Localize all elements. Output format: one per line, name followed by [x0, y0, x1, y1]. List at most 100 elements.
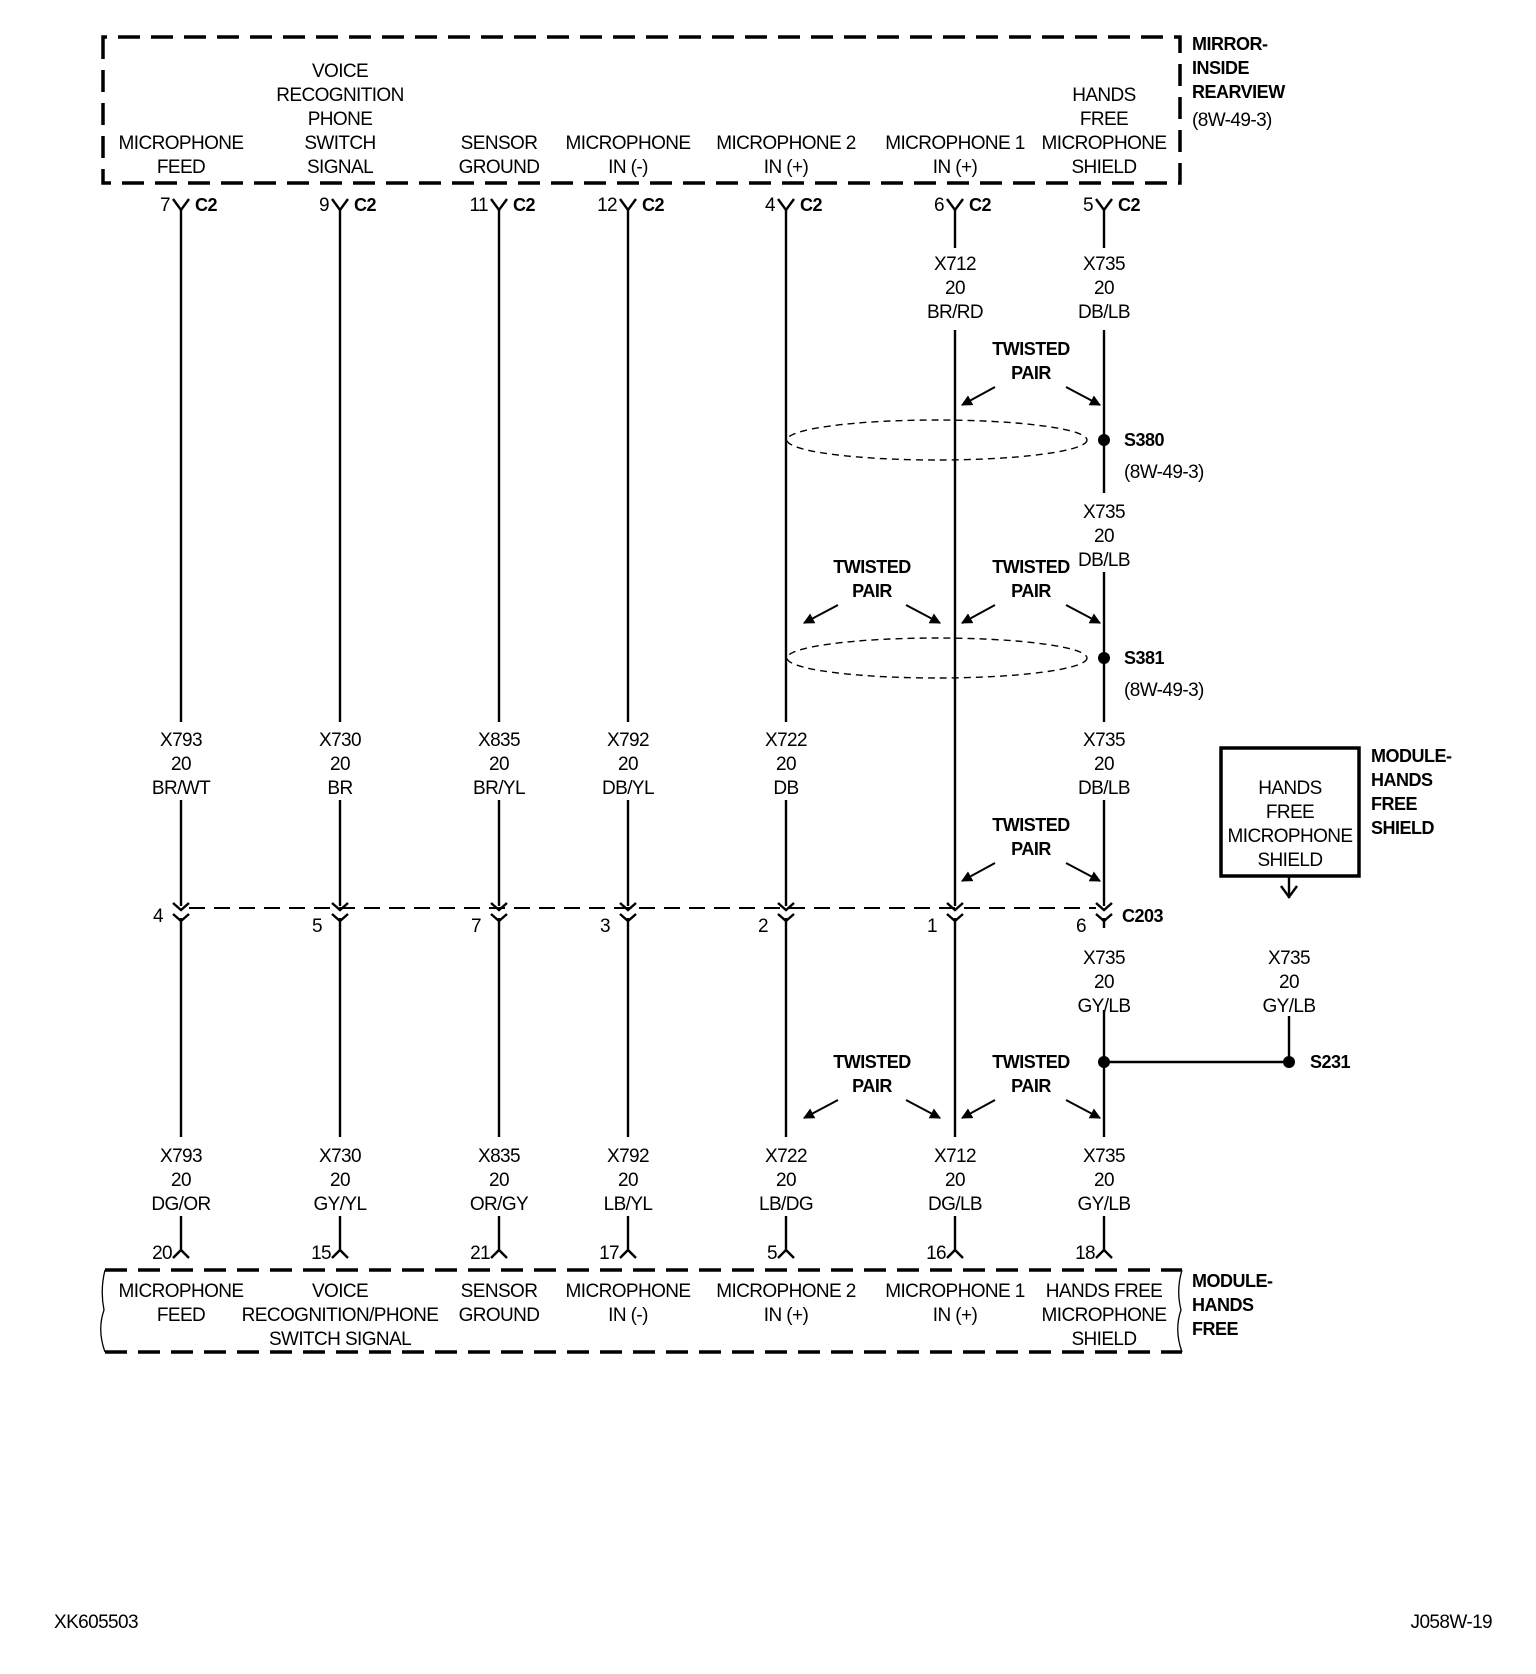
connector-chevron-symbol — [490, 913, 508, 923]
twisted-pair-label: TWISTED — [992, 815, 1070, 835]
wire-id-label: DB — [773, 778, 798, 799]
twisted-pair-label: PAIR — [852, 1076, 892, 1096]
module-shield-title: HANDS — [1371, 770, 1433, 790]
wire-id-label: GY/LB — [1078, 1194, 1131, 1215]
module-pin-function-label: MICROPHONE 2 — [716, 1281, 856, 1302]
twisted-pair-arrows — [803, 386, 1101, 1119]
connector-fork-symbol — [777, 198, 795, 213]
twisted-pair-label: TWISTED — [992, 557, 1070, 577]
c203-pin-number: 7 — [471, 916, 481, 937]
mirror-pin-function-label: GROUND — [459, 157, 540, 178]
wire-id-label: X835 — [478, 1146, 520, 1167]
module-pin-function-label: SHIELD — [1071, 1329, 1136, 1350]
connector-chevron-symbol — [1095, 913, 1113, 923]
twisted-pair-label: TWISTED — [833, 1052, 911, 1072]
c203-pin-number: 4 — [153, 906, 164, 927]
twisted-pair-label: TWISTED — [992, 339, 1070, 359]
wire-id-label: 20 — [489, 1170, 509, 1191]
wire-id-label: DB/LB — [1078, 302, 1130, 323]
c203-pin-number: 6 — [1076, 916, 1086, 937]
module-hands-free-box — [100, 1268, 1183, 1354]
wire-id-label: 20 — [171, 754, 191, 775]
mirror-inside-rearview-box — [101, 35, 1182, 185]
mirror-pin-function-label: IN (+) — [933, 157, 978, 178]
wire-id-label: X730 — [319, 1146, 361, 1167]
mirror-pin-function-label: SIGNAL — [307, 157, 373, 178]
c2-connector-label: C2 — [969, 195, 991, 215]
wire-id-label: 20 — [1094, 1170, 1114, 1191]
connector-chevron-symbol — [619, 902, 637, 912]
wire-id-label: X735 — [1083, 254, 1125, 275]
c2-pin-number: 6 — [934, 195, 944, 216]
module-pin-function-label: MICROPHONE — [566, 1281, 691, 1302]
mirror-pin-function-label: MICROPHONE — [1042, 133, 1167, 154]
c203-pin-number: 1 — [927, 916, 937, 937]
wire-id-label: X793 — [160, 1146, 202, 1167]
wire-id-label: DG/OR — [151, 1194, 210, 1215]
module-pin-function-label: MICROPHONE — [1042, 1305, 1167, 1326]
mirror-ref: (8W-49-3) — [1192, 110, 1272, 131]
c2-pin-number: 4 — [765, 195, 776, 216]
wire-id-label: 20 — [776, 1170, 796, 1191]
splice-ref: (8W-49-3) — [1124, 462, 1204, 483]
wire-id-label: OR/GY — [470, 1194, 529, 1215]
splice-label: S231 — [1310, 1052, 1351, 1072]
twisted-pair-label: PAIR — [1011, 363, 1051, 383]
splice-label: S381 — [1124, 648, 1165, 668]
module-hands-free-title: MODULE- — [1192, 1271, 1273, 1291]
c203-pin-number: 5 — [312, 916, 322, 937]
wire-id-label: 20 — [945, 278, 965, 299]
wire-id-label: LB/DG — [759, 1194, 813, 1215]
splice-ref: (8W-49-3) — [1124, 680, 1204, 701]
footer-left-code: XK605503 — [54, 1612, 138, 1633]
c203-pin-number: 2 — [758, 916, 768, 937]
wire-id-label: DB/LB — [1078, 778, 1130, 799]
mirror-pin-function-label: MICROPHONE — [119, 133, 244, 154]
wire-id-label: DG/LB — [928, 1194, 982, 1215]
module-pin-function-label: MICROPHONE 1 — [885, 1281, 1025, 1302]
mirror-pin-function-label: PHONE — [308, 109, 373, 130]
wire-id-label: X730 — [319, 730, 361, 751]
wire-id-label: X735 — [1083, 1146, 1125, 1167]
mirror-pin-function-label: RECOGNITION — [276, 85, 403, 106]
wire-id-label: 20 — [945, 1170, 965, 1191]
connector-chevron-symbol — [172, 913, 190, 923]
wire-id-label: LB/YL — [604, 1194, 653, 1215]
module-pin-function-label: MICROPHONE — [119, 1281, 244, 1302]
splice-dots — [1098, 434, 1295, 1068]
wire-id-label: BR — [327, 778, 352, 799]
mirror-pin-function-label: MICROPHONE — [566, 133, 691, 154]
connector-fork-symbol — [946, 198, 964, 213]
module-pin-function-label: FEED — [157, 1305, 205, 1326]
twisted-pair-arrow — [1065, 862, 1101, 882]
footer-right-code: J058W-19 — [1411, 1612, 1492, 1633]
mirror-pin-function-label: FEED — [157, 157, 205, 178]
connector-chevron-symbol — [490, 1248, 508, 1259]
c2-connector-label: C2 — [195, 195, 217, 215]
wire-id-label: GY/LB — [1263, 996, 1316, 1017]
mirror-pin-function-label: MICROPHONE 2 — [716, 133, 856, 154]
connector-chevron-symbol — [172, 1248, 190, 1259]
connector-chevron-symbol — [331, 913, 349, 923]
twisted-pair-arrow — [961, 862, 996, 882]
wire-id-label: DB/YL — [602, 778, 654, 799]
mirror-pin-function-label: HANDS — [1072, 85, 1136, 106]
mirror-title: MIRROR- — [1192, 34, 1268, 54]
c2-pin-number: 9 — [319, 195, 329, 216]
twisted-pair-label: PAIR — [852, 581, 892, 601]
wire-id-label: 20 — [489, 754, 509, 775]
connector-chevron-symbol — [1095, 902, 1113, 912]
wire-id-label: X712 — [934, 1146, 976, 1167]
module-pin-function-label: RECOGNITION/PHONE — [242, 1305, 439, 1326]
connector-chevron-symbol — [777, 902, 795, 912]
connector-chevron-symbol — [946, 913, 964, 923]
connector-chevron-symbol — [331, 1248, 349, 1259]
shield-box-label: FREE — [1266, 802, 1314, 823]
c2-pin-number: 7 — [160, 195, 170, 216]
wire-id-label: X793 — [160, 730, 202, 751]
twisted-pair-arrow — [803, 1099, 839, 1119]
c2-connector-label: C2 — [354, 195, 376, 215]
twisted-pair-arrow — [803, 604, 839, 624]
module-pin-function-label: IN (+) — [764, 1305, 809, 1326]
splice-s380-dot — [1098, 434, 1110, 446]
